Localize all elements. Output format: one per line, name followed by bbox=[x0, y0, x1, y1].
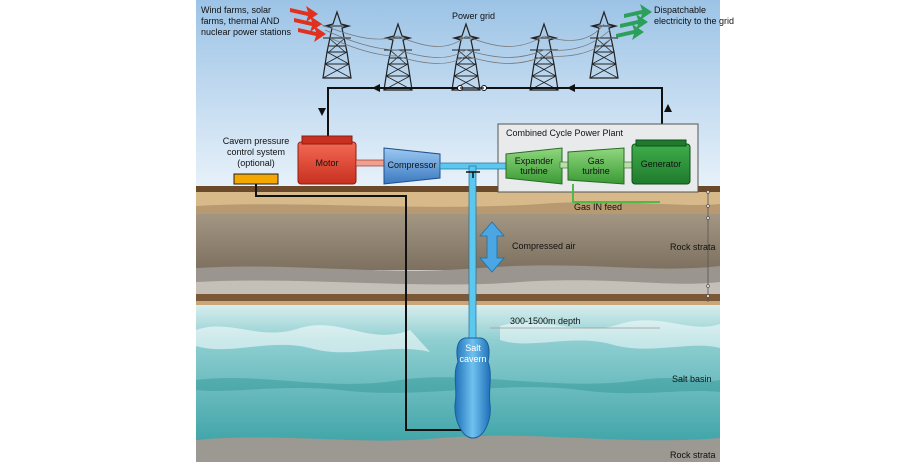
label-gas-feed: Gas IN feed bbox=[574, 202, 623, 212]
output-arrows-icon bbox=[616, 4, 652, 40]
label-rock-strata-upper: Rock strata bbox=[670, 242, 716, 252]
expander-body bbox=[505, 147, 563, 185]
power-lines bbox=[319, 23, 613, 64]
rock-layer-bottom bbox=[196, 435, 720, 462]
arrow-up-icon bbox=[664, 104, 672, 112]
valve-t bbox=[466, 171, 480, 178]
control-box bbox=[233, 173, 279, 185]
label-dispatchable: Dispatchable electricity to the grid bbox=[654, 5, 735, 26]
rock-layer-dark bbox=[196, 214, 720, 270]
ground-surface bbox=[196, 186, 720, 192]
gas-turbine-label: Gas turbine bbox=[582, 156, 610, 176]
input-arrows-icon bbox=[290, 6, 326, 42]
expander-label: Expander turbine bbox=[514, 156, 554, 176]
shaft-1 bbox=[355, 159, 385, 167]
salt-texture-2 bbox=[500, 320, 720, 349]
grid-connection bbox=[327, 87, 663, 140]
arrow-down-icon bbox=[318, 108, 326, 116]
motor-label: Motor bbox=[315, 158, 339, 168]
label-ccpp: Combined Cycle Power Plant bbox=[506, 128, 624, 138]
label-power-grid: Power grid bbox=[452, 11, 496, 21]
control-pipe bbox=[255, 184, 468, 431]
label-depth: 300-1500m depth bbox=[510, 316, 581, 326]
gas-feed-line bbox=[572, 184, 660, 203]
compressor-body bbox=[383, 147, 441, 185]
label-sources: Wind farms, solar farms, thermal AND nuc… bbox=[201, 5, 292, 37]
rock-layer-grey-light bbox=[196, 280, 720, 296]
strata-marker bbox=[706, 188, 710, 302]
gas-turbine-body bbox=[567, 147, 625, 185]
arrow-left-2-icon bbox=[567, 84, 575, 92]
rock-layer-base bbox=[196, 301, 720, 305]
salt-cavern bbox=[454, 337, 491, 439]
label-cavern-control: Cavern pressure control system (optional… bbox=[222, 136, 290, 168]
label-rock-strata-lower: Rock strata bbox=[670, 450, 716, 460]
generator-cap bbox=[635, 139, 687, 147]
salt-texture bbox=[196, 325, 430, 353]
arrow-left-icon bbox=[372, 84, 380, 92]
shaft-3 bbox=[623, 161, 633, 169]
compressed-air-arrow-icon bbox=[479, 221, 505, 273]
label-salt-cavern: Salt cavern bbox=[459, 343, 487, 364]
label-salt-basin: Salt basin bbox=[672, 374, 712, 384]
compressor-label: Compressor bbox=[387, 160, 437, 170]
generator-label: Generator bbox=[640, 159, 682, 169]
air-pipe-v bbox=[468, 165, 477, 339]
motor-cap bbox=[301, 135, 353, 145]
rock-layer-tan bbox=[196, 202, 720, 216]
rock-layer-brown bbox=[196, 294, 720, 302]
label-compressed-air: Compressed air bbox=[512, 241, 576, 251]
